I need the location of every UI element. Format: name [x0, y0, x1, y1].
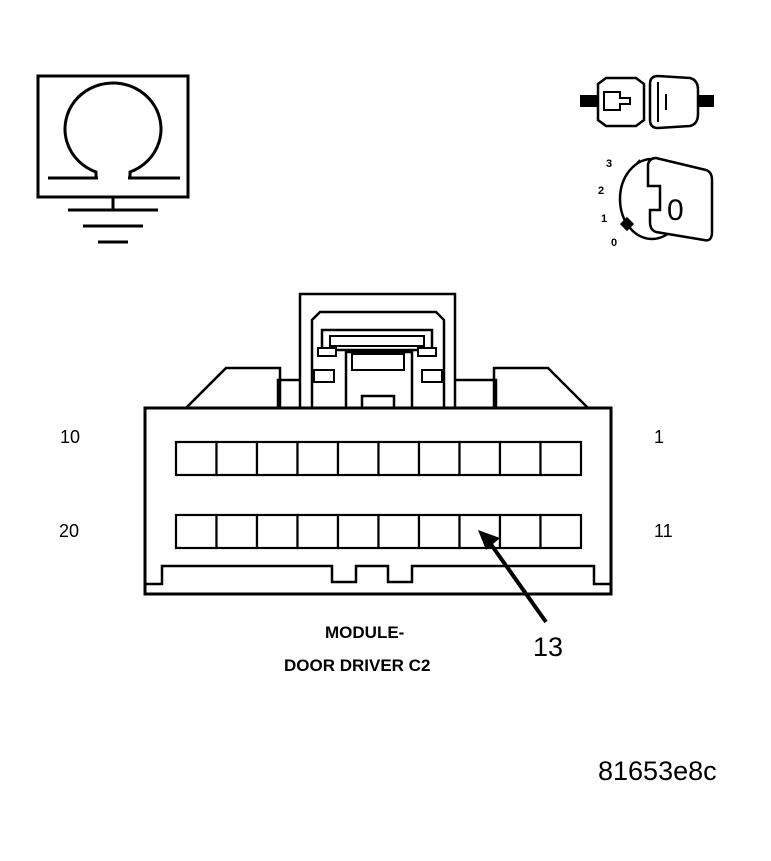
pin-label-20: 20 — [59, 521, 79, 541]
ignition-key-icon: 3 2 1 0 0 — [598, 156, 714, 249]
cavity-11 — [539, 513, 583, 550]
cavity-15 — [377, 513, 421, 550]
cavity-3 — [458, 440, 502, 477]
cavity-14 — [417, 513, 461, 550]
cavity-5 — [377, 440, 421, 477]
cavity-20 — [174, 513, 218, 550]
callout-label: 13 — [533, 632, 563, 662]
cavity-10 — [174, 440, 218, 477]
pin-label-10: 10 — [60, 427, 80, 447]
cavity-7 — [296, 440, 340, 477]
cavity-6 — [336, 440, 380, 477]
cavity-4 — [417, 440, 461, 477]
cavity-grid — [174, 440, 583, 550]
connector-title-line1: MODULE- — [325, 623, 404, 642]
disconnected-plug-icon — [580, 74, 714, 130]
callout-arrow — [478, 530, 548, 624]
ignition-pos-3: 3 — [606, 158, 612, 170]
figure-id: 81653e8c — [598, 756, 717, 786]
cavity-9 — [215, 440, 259, 477]
cavity-19 — [215, 513, 259, 550]
cavity-18 — [255, 513, 299, 550]
connector-housing — [143, 292, 613, 596]
cavity-17 — [296, 513, 340, 550]
ignition-pos-0: 0 — [611, 237, 617, 249]
ignition-switch-label: 0 — [667, 194, 684, 227]
ignition-pos-1: 1 — [601, 213, 607, 225]
pin-label-11: 11 — [654, 521, 673, 541]
pin-label-1: 1 — [654, 427, 664, 447]
cavity-1 — [539, 440, 583, 477]
cavity-12 — [498, 513, 542, 550]
cavity-16 — [336, 513, 380, 550]
cavity-2 — [498, 440, 542, 477]
connector-title-line2: DOOR DRIVER C2 — [284, 656, 430, 675]
ohmmeter-icon — [36, 74, 190, 244]
cavity-8 — [255, 440, 299, 477]
ignition-pos-2: 2 — [598, 185, 604, 197]
